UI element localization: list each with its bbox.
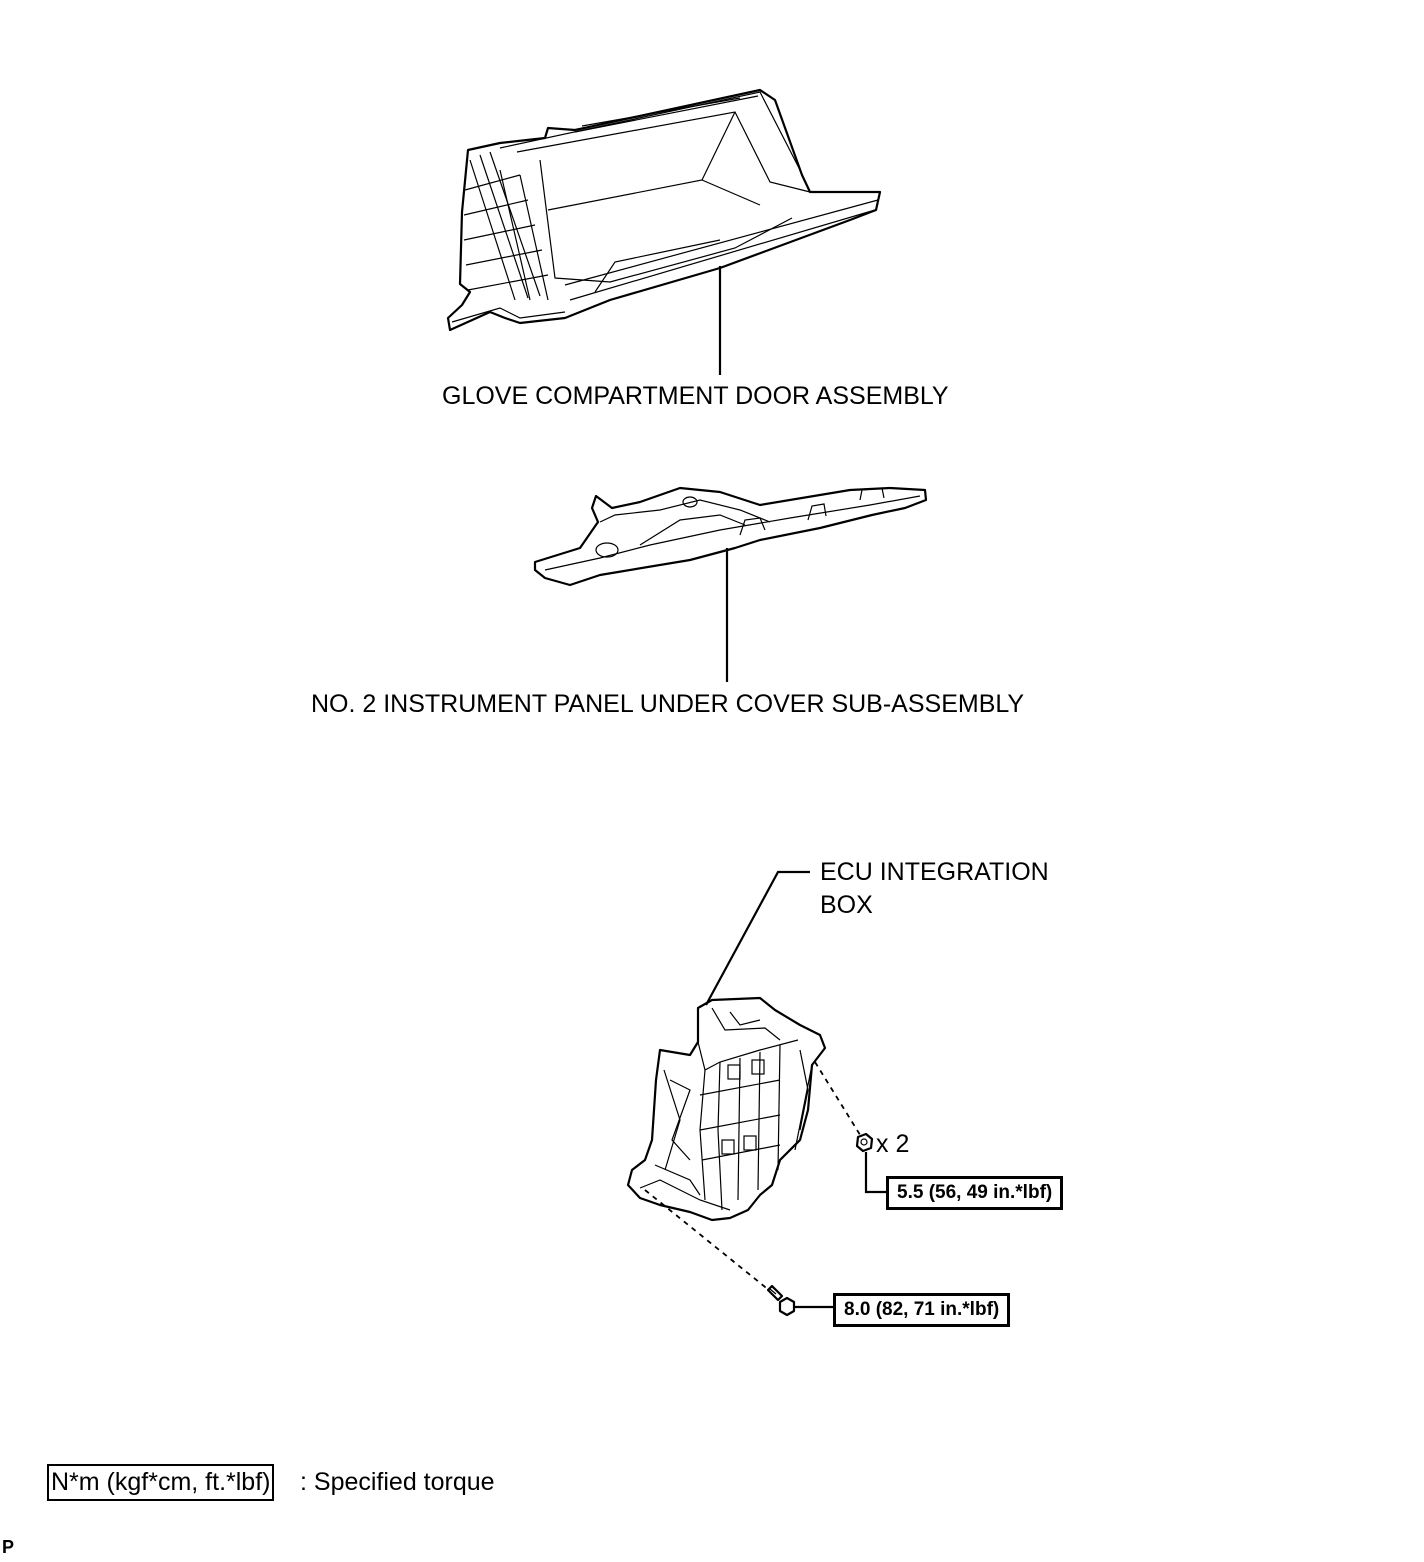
ecu-label-line1: ECU INTEGRATION bbox=[820, 858, 1049, 886]
ecu-label-line2: BOX bbox=[820, 891, 873, 919]
under-cover-drawing bbox=[533, 486, 928, 587]
nut-icon bbox=[855, 1132, 874, 1153]
ecu-leader-line bbox=[705, 870, 810, 1006]
legend-unit-box: N*m (kgf*cm, ft.*lbf) bbox=[47, 1464, 275, 1501]
corner-mark: P bbox=[2, 1537, 15, 1557]
nut-torque-leader-line bbox=[864, 1152, 888, 1194]
legend-text: : Specified torque bbox=[300, 1468, 495, 1496]
nut-dashed-line bbox=[814, 1061, 863, 1139]
bolt-icon bbox=[766, 1284, 796, 1317]
nut-quantity-label: x 2 bbox=[876, 1130, 910, 1158]
under-cover-label: NO. 2 INSTRUMENT PANEL UNDER COVER SUB-A… bbox=[311, 690, 1025, 718]
glove-door-label: GLOVE COMPARTMENT DOOR ASSEMBLY bbox=[442, 382, 949, 410]
ecu-integration-box-drawing bbox=[626, 996, 827, 1222]
nut-torque-box: 5.5 (56, 49 in.*lbf) bbox=[886, 1176, 1064, 1210]
glove-compartment-door-drawing bbox=[446, 88, 882, 332]
bolt-torque-box: 8.0 (82, 71 in.*lbf) bbox=[833, 1293, 1011, 1327]
bolt-dashed-line bbox=[644, 1189, 776, 1296]
